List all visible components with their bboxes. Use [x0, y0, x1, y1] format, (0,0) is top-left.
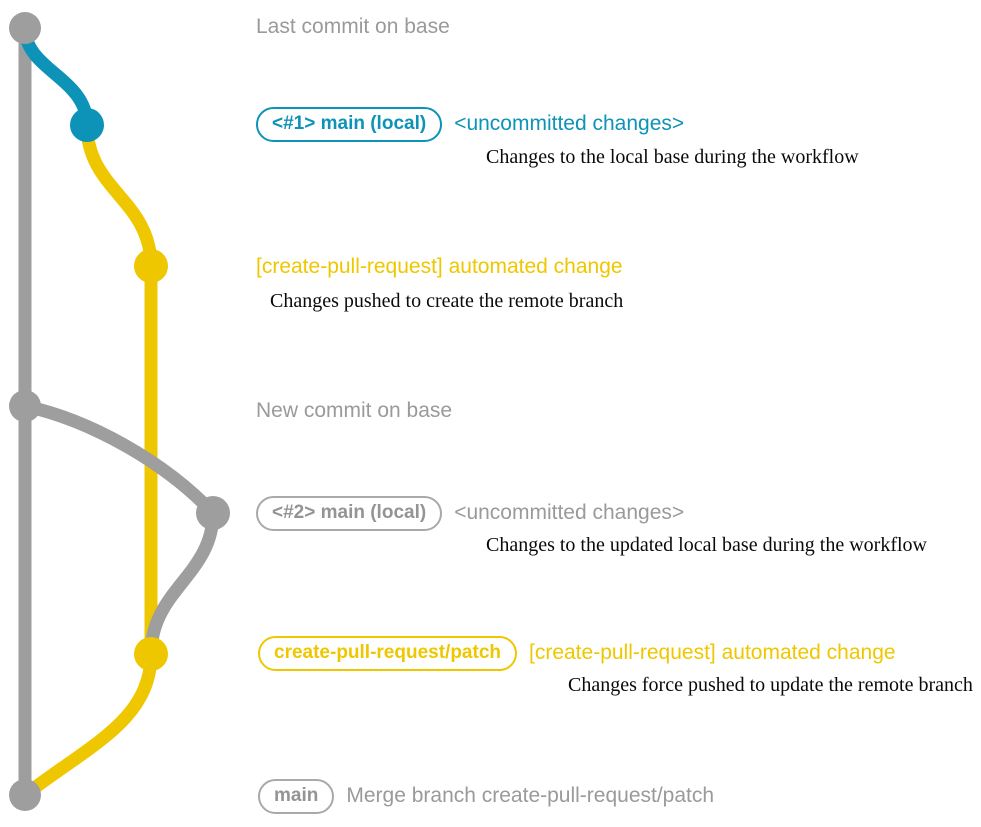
commit-subject-new-commit-on-base: New commit on base [256, 399, 453, 422]
commit-subject-local-1: <uncommitted changes> [454, 112, 685, 135]
commit-node-local-1[interactable] [70, 108, 104, 142]
commit-row-merge: main Merge branch create-pull-request/pa… [258, 779, 714, 814]
commit-note-automated-change-2: Changes force pushed to update the remot… [568, 674, 973, 696]
commit-node-base-new[interactable] [9, 390, 41, 422]
commit-node-merge[interactable] [9, 779, 41, 811]
branch-pill-main[interactable]: main [258, 779, 335, 814]
commit-row-local-2: <#2> main (local) <uncommitted changes> [256, 496, 684, 531]
commit-row-local-1: <#1> main (local) <uncommitted changes> [256, 107, 684, 142]
commit-node-automated-2[interactable] [134, 637, 168, 671]
commit-subject-automated-change-1: [create-pull-request] automated change [256, 255, 623, 278]
commit-subject-automated-change-2: [create-pull-request] automated change [529, 641, 896, 664]
commit-node-local-2[interactable] [196, 496, 230, 530]
branch-pill-create-pull-request-patch[interactable]: create-pull-request/patch [258, 636, 517, 671]
commit-note-local-2: Changes to the updated local base during… [486, 534, 927, 556]
commit-row-automated-change-2: create-pull-request/patch [create-pull-r… [258, 636, 896, 671]
commit-node-automated-1[interactable] [134, 249, 168, 283]
branch-pill-main-local-1[interactable]: <#1> main (local) [256, 107, 443, 142]
commit-note-local-1: Changes to the local base during the wor… [486, 146, 859, 168]
commit-note-automated-change-1: Changes pushed to create the remote bran… [270, 290, 624, 312]
commit-subject-merge: Merge branch create-pull-request/patch [346, 784, 715, 807]
commit-node-base-head[interactable] [9, 12, 41, 44]
branch-pill-main-local-2[interactable]: <#2> main (local) [256, 496, 443, 531]
edge-local1-to-automated1 [80, 118, 158, 273]
edge-automated2-to-merge [18, 647, 158, 802]
commit-subject-last-commit-on-base: Last commit on base [256, 15, 450, 38]
edge-local2-to-automated2 [144, 506, 220, 661]
edge-newbase-to-local2 [18, 399, 220, 520]
commit-subject-local-2: <uncommitted changes> [454, 501, 685, 524]
